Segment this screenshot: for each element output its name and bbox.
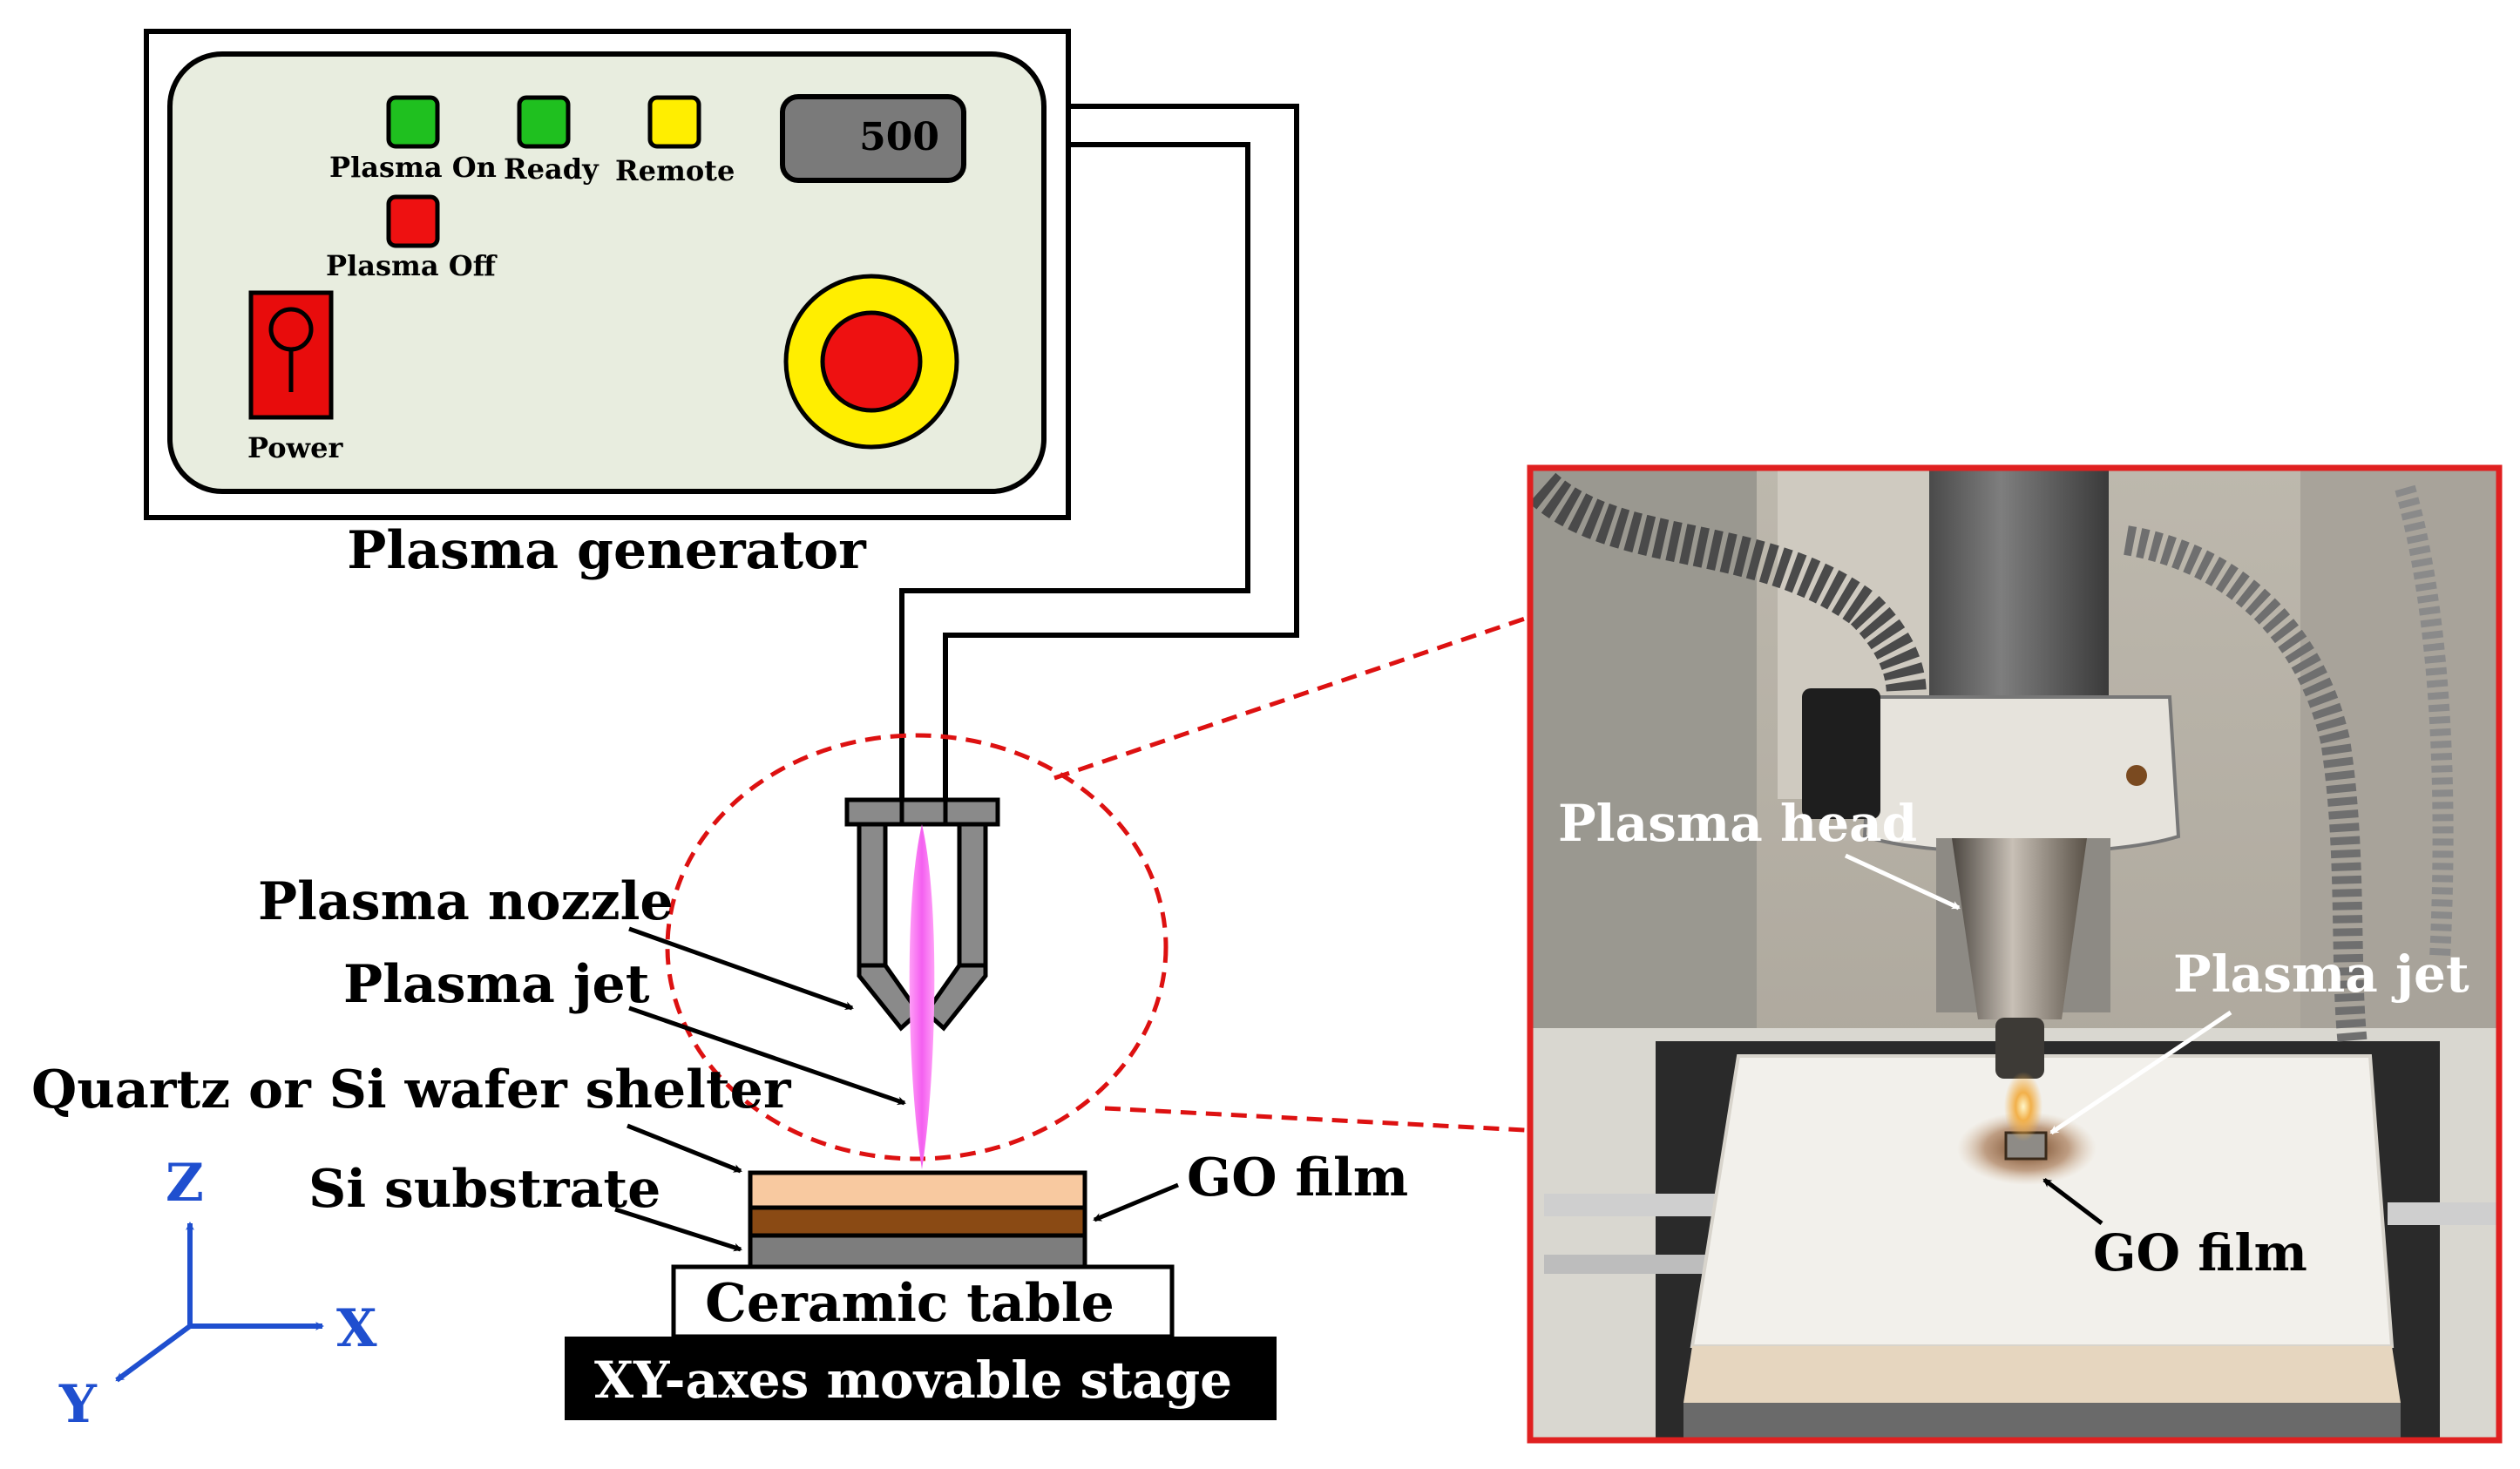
- plasma-nozzle-label: Plasma nozzle: [258, 871, 674, 932]
- value-display: [780, 94, 966, 183]
- photo-rail-left: [1544, 1194, 1736, 1216]
- photo-rail-right: [2388, 1202, 2499, 1225]
- go-film-arrow: [1093, 1182, 1179, 1222]
- photo-panel: Plasma head Plasma jet GO film: [1527, 464, 2503, 1444]
- photo-hose-left: [1530, 472, 1927, 771]
- photo-hose-right2: [2395, 484, 2454, 959]
- photo-rail-left-lower: [1544, 1255, 1736, 1274]
- plasma-nozzle-arrow: [628, 926, 854, 1011]
- photo-plasma-head: [1952, 838, 2087, 1019]
- nozzle-block-mid: [899, 797, 948, 827]
- photo-tile-edge: [1683, 1346, 2401, 1403]
- z-axis-label: Z: [166, 1153, 204, 1214]
- plasma-nozzle: [844, 797, 1000, 1032]
- photo-nozzle-tip: [1995, 1018, 2044, 1079]
- ceramic-table: [671, 1264, 1175, 1339]
- plasma-on-label: Plasma On: [329, 151, 497, 184]
- cable-inner: [899, 142, 1250, 800]
- cable-outer: [943, 104, 1299, 800]
- substrate-stack: [748, 1170, 1087, 1269]
- remote-label: Remote: [615, 154, 735, 187]
- movable-stage: [565, 1337, 1277, 1420]
- ready-indicator: [517, 95, 571, 149]
- nozzle-right-arm: [923, 822, 988, 1032]
- shelter-layer: [748, 1170, 1087, 1210]
- power-label: Power: [247, 431, 343, 464]
- photo-go-film-label: GO film: [2093, 1223, 2307, 1283]
- gas-cables: [899, 104, 1299, 800]
- display-value: 500: [859, 115, 939, 159]
- zoom-line-top: [1053, 616, 1526, 781]
- remote-indicator: [647, 95, 701, 149]
- si-substrate-arrow: [614, 1207, 742, 1252]
- plasma-jet: [909, 824, 935, 1169]
- photo-plasma-jet-arrow: [2049, 1010, 2232, 1135]
- ceramic-table-label: Ceramic table: [705, 1273, 1114, 1334]
- si-substrate-label: Si substrate: [308, 1159, 660, 1220]
- zoom-line-bottom: [1104, 1106, 1526, 1133]
- plasma-generator: Plasma On Ready Remote Plasma Off 500 Po…: [144, 29, 1071, 581]
- plasma-jet-arrow: [628, 1005, 906, 1106]
- y-axis-label: Y: [58, 1374, 98, 1435]
- photo-hose-right: [2124, 525, 2368, 1047]
- photo-go-film-arrow: [2042, 1178, 2103, 1225]
- coordinate-axes: Z X Y: [58, 1153, 377, 1435]
- photo-clamp-screw-block: [1802, 688, 1880, 819]
- generator-title: Plasma generator: [347, 520, 867, 581]
- photo-plasma-jet-label: Plasma jet: [2173, 944, 2469, 1004]
- go-film-label: GO film: [1187, 1147, 1408, 1208]
- photo-plasma-head-arrow: [1844, 853, 1961, 911]
- si-substrate-layer: [748, 1233, 1087, 1269]
- photo-border: [1527, 464, 2503, 1444]
- photo-plasma-head-label: Plasma head: [1558, 794, 1917, 853]
- plasma-off-indicator: [386, 194, 440, 248]
- photo-stage-base: [1683, 1403, 2401, 1440]
- emergency-stop-button: [820, 310, 923, 413]
- photo-plasma-glow: [2004, 1072, 2042, 1141]
- zoom-circle: [665, 733, 1169, 1161]
- shelter-arrow: [627, 1123, 742, 1174]
- go-film-layer: [748, 1205, 1087, 1238]
- ready-label: Ready: [504, 152, 600, 186]
- movable-stage-label: XY-axes movable stage: [594, 1351, 1232, 1410]
- plasma-off-label: Plasma Off: [326, 249, 498, 282]
- plasma-on-indicator: [386, 95, 440, 149]
- photo-clamp-screw: [2126, 765, 2147, 786]
- shelter-label: Quartz or Si wafer shelter: [31, 1059, 792, 1120]
- y-axis: [115, 1323, 192, 1383]
- photo-wall-left: [1530, 468, 1757, 1078]
- plasma-jet-label: Plasma jet: [343, 954, 650, 1015]
- x-axis-label: X: [336, 1298, 377, 1359]
